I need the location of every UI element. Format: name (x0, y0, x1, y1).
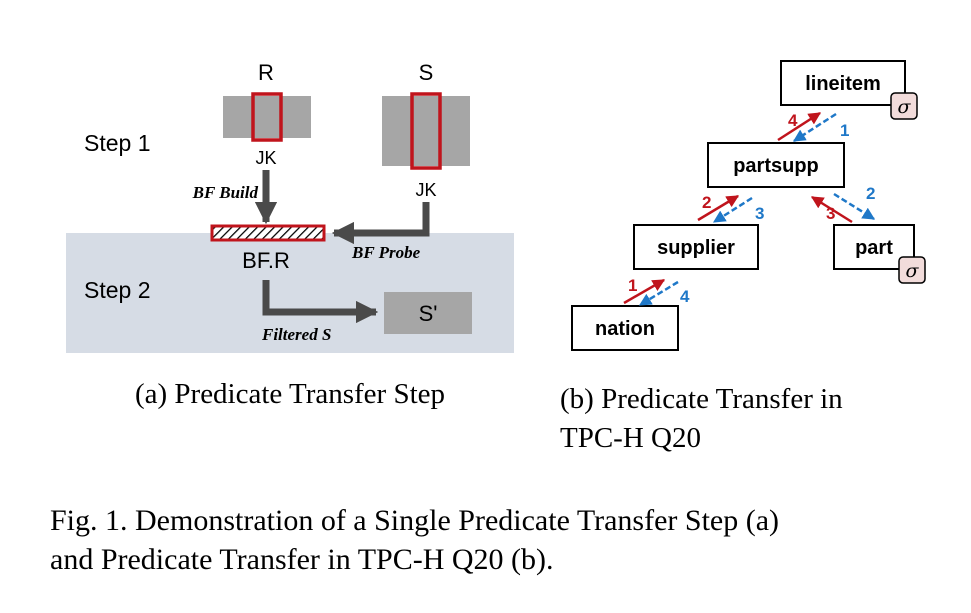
step-num-3-red: 3 (826, 204, 835, 223)
step-num-4-blue: 4 (680, 287, 690, 306)
node-lineitem-label: lineitem (805, 73, 881, 95)
bloom-filter-r (210, 224, 326, 242)
relation-r-label: R (258, 60, 274, 85)
edge-supplier-partsupp-blue (712, 196, 753, 224)
edge-partsupp-lineitem-blue (792, 112, 837, 143)
figure-caption-line1: Fig. 1. Demonstration of a Single Predic… (50, 504, 779, 537)
panel-b-caption-line1: (b) Predicate Transfer in (560, 383, 843, 415)
jk-r-label: JK (255, 148, 276, 168)
relation-s-table (382, 96, 470, 166)
filtered-s-label: Filtered S (261, 325, 331, 344)
s-prime-label: S' (419, 301, 438, 326)
step-num-3-blue: 3 (755, 204, 764, 223)
node-supplier (633, 224, 759, 270)
node-nation-label: nation (595, 318, 655, 340)
sigma-part-label: σ (906, 260, 920, 282)
bf-r-label: BF.R (242, 248, 290, 273)
step-num-1-blue: 1 (840, 121, 849, 140)
relation-r-table (223, 96, 311, 138)
jk-s-label: JK (415, 180, 436, 200)
edge-nation-supplier-red (623, 278, 666, 305)
panel-a-caption: (a) Predicate Transfer Step (135, 378, 445, 410)
relation-r-join-key (251, 92, 283, 142)
sigma-lineitem (890, 92, 918, 120)
relation-s-label: S (419, 60, 434, 85)
node-supplier-label: supplier (657, 237, 735, 259)
bf-probe-arrow (331, 202, 430, 245)
step-num-1-red: 1 (628, 276, 637, 295)
filtered-s-table (384, 292, 472, 334)
sigma-lineitem-label: σ (898, 96, 912, 118)
sigma-part (898, 256, 926, 284)
edge-nation-supplier-blue (638, 280, 679, 307)
step-num-4-red: 4 (788, 111, 798, 130)
edge-part-partsupp-red (810, 195, 853, 224)
filtered-s-arrow (262, 280, 379, 324)
node-part-label: part (855, 237, 893, 259)
bf-build-label: BF Build (192, 183, 259, 202)
node-nation (571, 305, 679, 351)
step1-label: Step 1 (84, 130, 151, 156)
edge-part-partsupp-blue (833, 192, 876, 221)
bf-probe-label: BF Probe (351, 243, 421, 262)
panel-a: R S Step 1 Step 2 JK JK BF Build BF.R BF… (66, 60, 514, 410)
edge-partsupp-lineitem-red (777, 111, 822, 142)
panel-b: lineitem σ partsupp supplier part σ nati… (560, 60, 926, 454)
step-num-2-red: 2 (702, 193, 711, 212)
step-num-2-blue: 2 (866, 184, 875, 203)
step2-label: Step 2 (84, 277, 151, 303)
panel-b-caption-line2: TPC-H Q20 (560, 422, 701, 454)
node-lineitem (780, 60, 906, 106)
node-partsupp (707, 142, 845, 188)
node-partsupp-label: partsupp (733, 155, 819, 177)
edge-supplier-partsupp-red (697, 194, 740, 222)
relation-s-join-key (410, 92, 442, 170)
figure-caption-line2: and Predicate Transfer in TPC-H Q20 (b). (50, 543, 554, 576)
